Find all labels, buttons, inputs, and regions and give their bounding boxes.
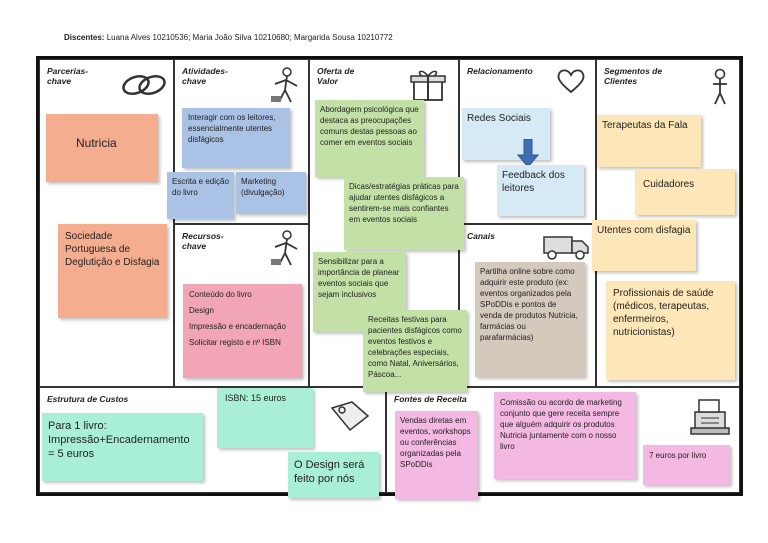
note-isbn: ISBN: 15 euros [217,388,313,448]
students-header: Discentes: Luana Alves 10210536; Maria J… [64,33,393,42]
note-recursos: Conteúdo do livro Design Impressão e enc… [183,284,302,378]
note-vendas: Vendas diretas em eventos, workshops ou … [395,411,478,499]
note-dicas: Dicas/estratégias práticas para ajudar u… [344,177,464,250]
truck-icon [543,236,589,260]
business-model-canvas: Parcerias-chave Atividades-chave Recurso… [36,56,743,499]
recurso-item: Conteúdo do livro [189,290,252,299]
note-marketing-text: Marketing (divulgação) [241,177,285,197]
note-nutricia: Nutricia [46,114,158,182]
receita-title: Fontes de Receita [394,394,467,404]
chain-link-icon [122,75,166,95]
note-marketing: Marketing (divulgação) [236,172,306,214]
person-icon [713,68,727,105]
note-feedback-text: Feedback dos leitores [502,170,565,194]
note-vendas-text: Vendas diretas em eventos, workshops ou … [400,416,471,469]
note-escrita-text: Escrita e edição do livro [172,177,229,197]
note-utentes: Utentes com disfagia [592,220,696,271]
cash-register-icon [690,399,730,435]
segmentos-title: Segmentos de Clientes [604,66,663,86]
heart-icon [557,69,585,94]
note-livro-custo-text: Para 1 livro: Impressão+Encadernamento =… [48,420,190,460]
note-nutricia-text: Nutricia [76,136,117,150]
note-partilha: Partilha online sobre como adquirir este… [475,262,585,377]
note-sociedade-text: Sociedade Portuguesa de Deglutição e Dis… [65,231,160,268]
note-interagir: Interagir com os leitores, essencialment… [182,108,290,168]
note-interagir-text: Interagir com os leitores, essencialment… [188,113,276,144]
note-preco-text: 7 euros por livro [649,451,707,460]
recurso-item: Design [189,306,214,315]
note-profissionais: Profissionais de saúde (médicos, terapeu… [606,281,735,380]
note-profissionais-text: Profissionais de saúde (médicos, terapeu… [613,288,714,338]
note-design-text: O Design será feito por nós [294,459,365,485]
price-tag-icon [330,401,370,432]
worker-icon [271,230,298,266]
oferta-title: Oferta de Valor [317,66,355,86]
recurso-item: Solicitar registo e nº ISBN [189,338,281,347]
note-redes-sociais-text: Redes Sociais [467,113,531,124]
recurso-item: Impressão e encadernação [189,322,286,331]
relacionamento-title: Relacionamento [467,66,533,76]
note-terapeutas: Terapeutas da Fala [597,115,701,167]
gift-icon [410,70,446,101]
note-dicas-text: Dicas/estratégias práticas para ajudar u… [349,182,459,224]
note-cuidadores-text: Cuidadores [643,179,695,190]
note-receitas: Receitas festivas para pacientes disfági… [363,310,467,392]
note-comissao-text: Comissão ou acordo de marketing conjunto… [500,398,622,451]
note-abordagem: Abordagem psicológica que destaca as pre… [315,100,424,177]
note-comissao: Comissão ou acordo de marketing conjunto… [494,392,636,479]
note-design: O Design será feito por nós [288,452,379,498]
note-preco: 7 euros por livro [643,445,730,485]
note-sociedade: Sociedade Portuguesa de Deglutição e Dis… [58,224,167,318]
custos-title: Estrutura de Custos [47,394,129,404]
parcerias-cell: Parcerias-chave [39,59,174,387]
note-abordagem-text: Abordagem psicológica que destaca as pre… [320,105,419,147]
parcerias-title: Parcerias-chave [47,66,89,86]
arrow-down-icon [517,139,539,168]
note-isbn-text: ISBN: 15 euros [225,393,287,403]
note-feedback: Feedback dos leitores [497,165,584,216]
note-receitas-text: Receitas festivas para pacientes disfági… [368,315,462,379]
note-sensibilizar-text: Sensibilizar para a importância de plane… [318,257,400,299]
note-livro-custo: Para 1 livro: Impressão+Encadernamento =… [42,413,203,481]
note-cuidadores: Cuidadores [635,169,735,215]
students-label: Discentes: [64,33,105,42]
note-utentes-text: Utentes com disfagia [597,225,691,236]
atividades-title: Atividades-chave [182,66,228,86]
worker-icon [271,67,298,103]
students-names: Luana Alves 10210536; Maria João Silva 1… [104,33,393,42]
note-terapeutas-text: Terapeutas da Fala [602,120,688,131]
note-partilha-text: Partilha online sobre como adquirir este… [480,267,578,342]
canais-title: Canais [467,231,495,241]
note-redes-sociais: Redes Sociais [462,108,550,160]
note-escrita: Escrita e edição do livro [167,172,234,219]
recursos-title: Recursos-chave [182,231,224,251]
